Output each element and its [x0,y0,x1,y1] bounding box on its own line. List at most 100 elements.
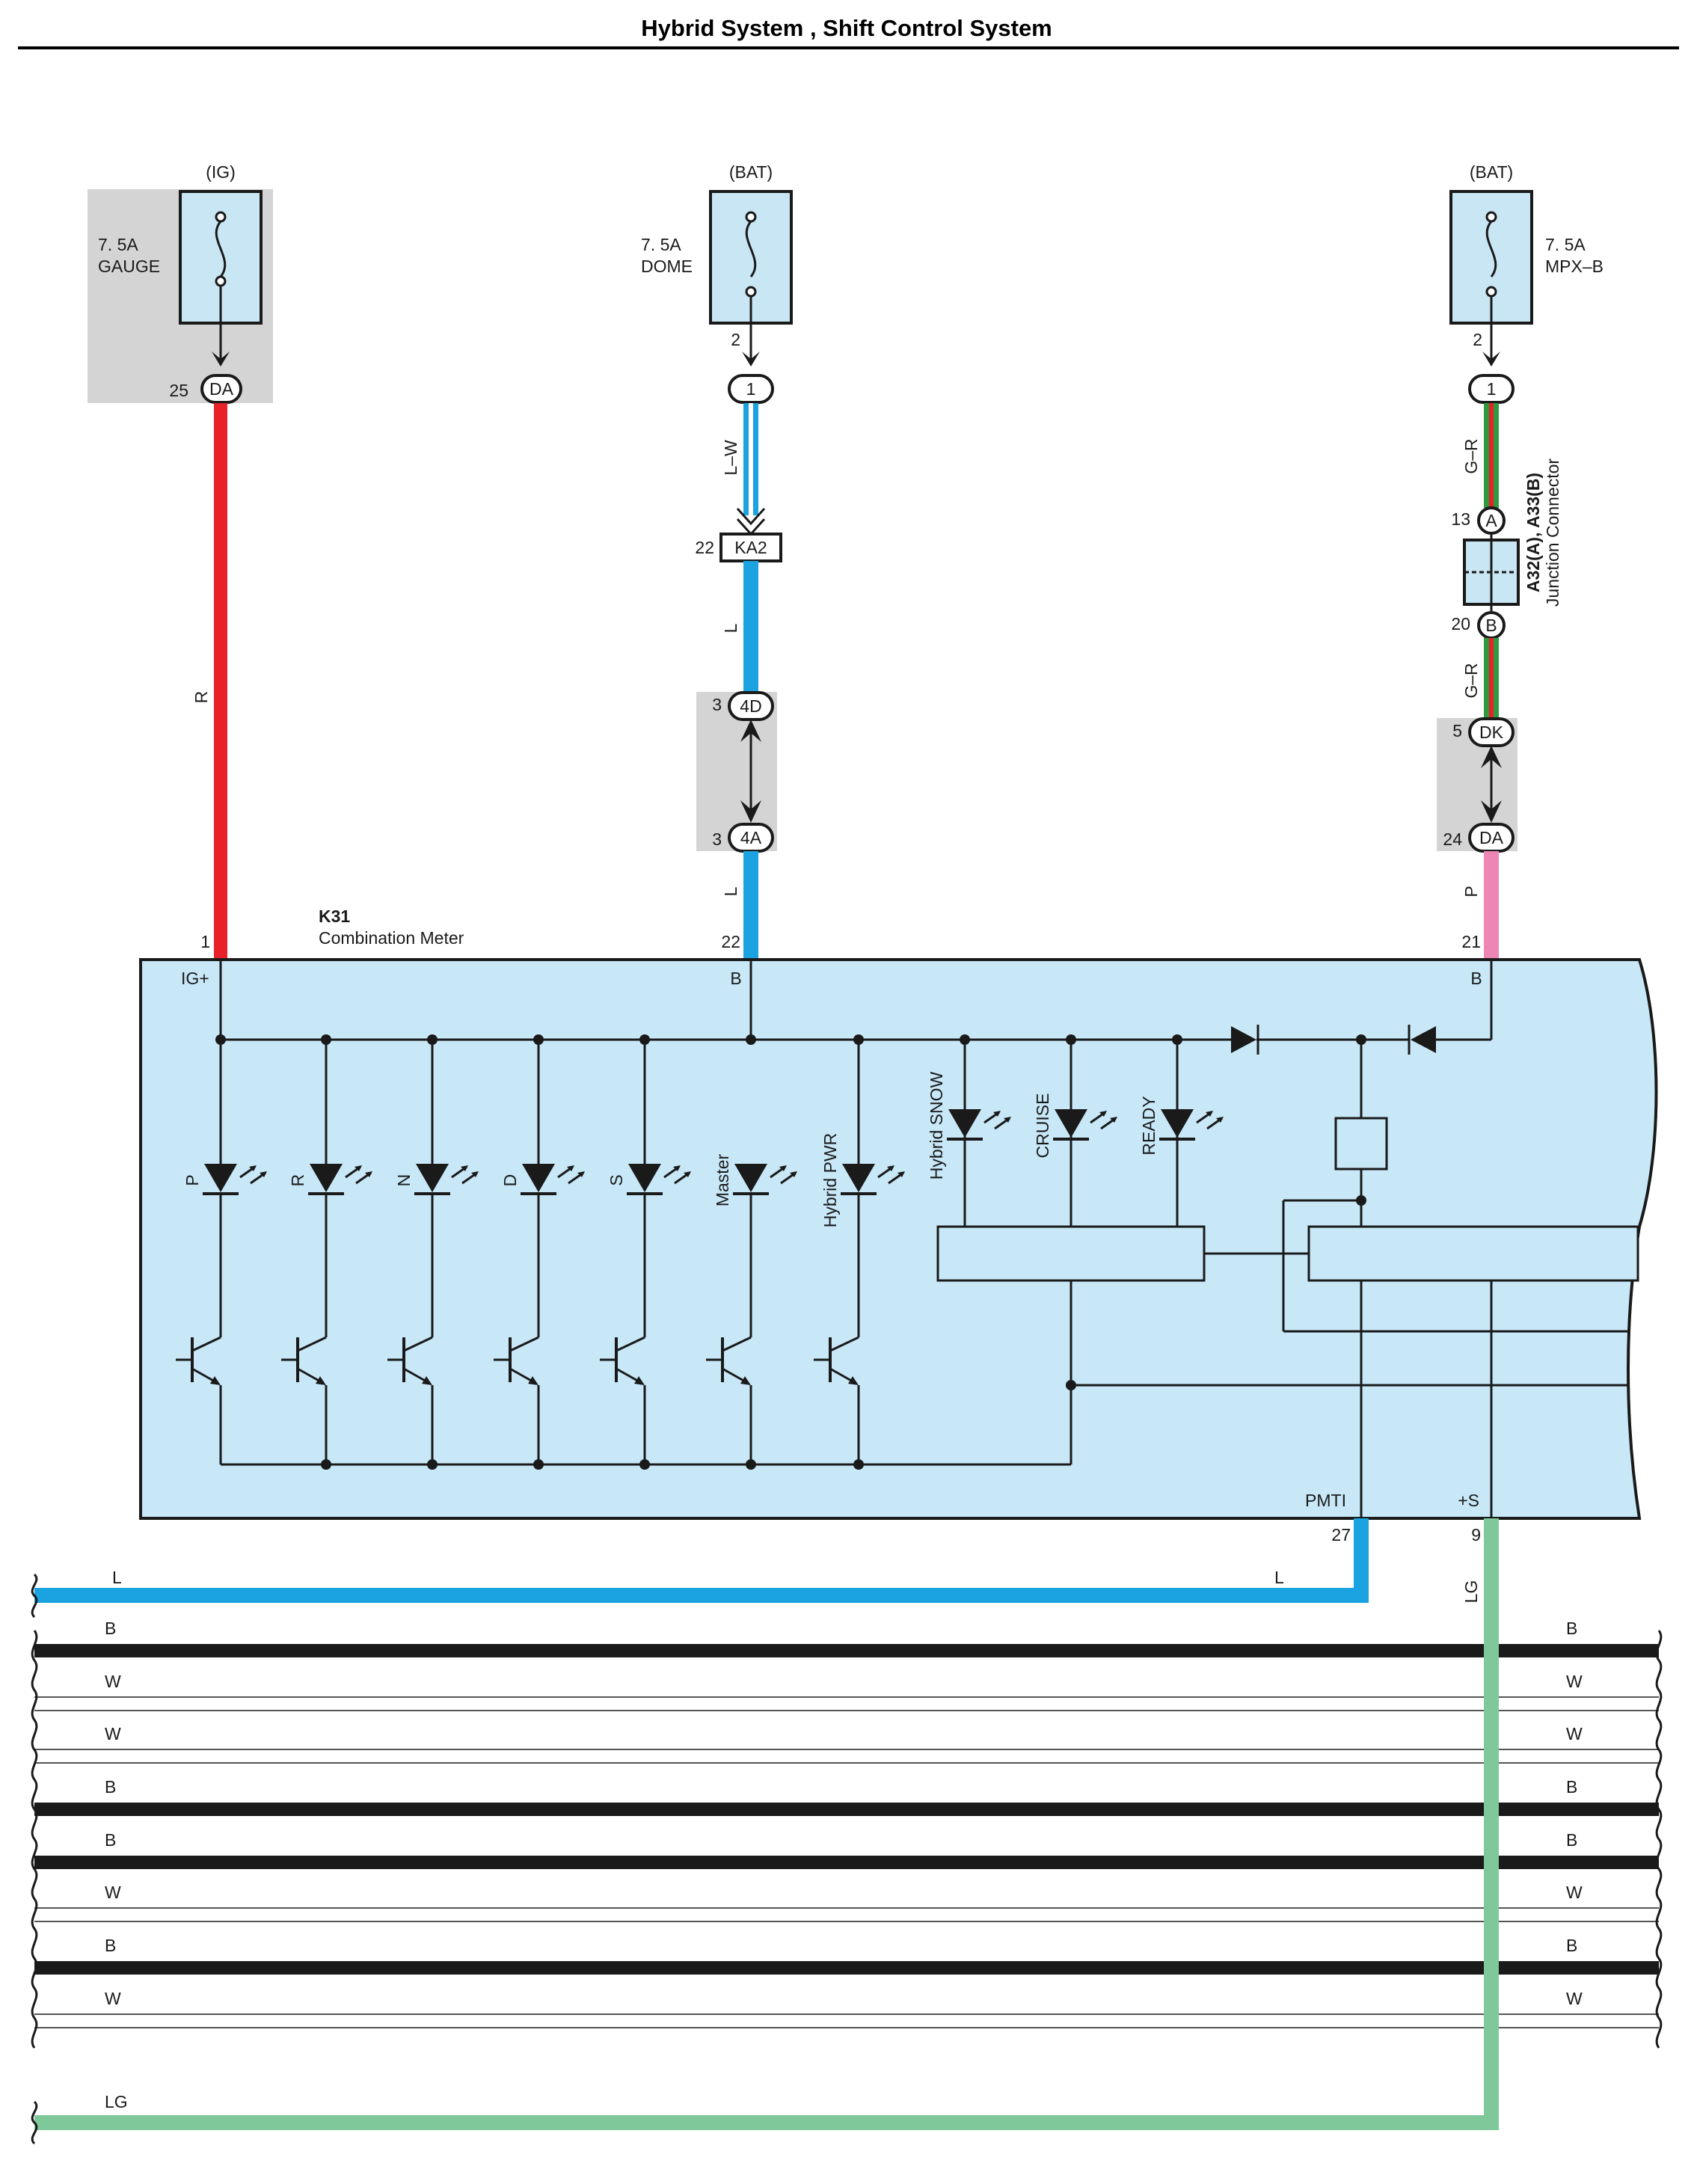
bus-wire-label-right: W [1566,1883,1583,1902]
wire-dome-l2 [743,851,758,960]
break-marks [31,1573,1663,2145]
indicator-label: Hybrid PWR [820,1133,840,1228]
combination-meter: K31 Combination Meter 1 IG+ 22 B 21 B PM… [139,907,1658,1545]
pin-igp-num: 1 [200,932,210,951]
indicator-label: READY [1139,1096,1159,1155]
junction-sublabel: Junction Connector [1543,458,1562,607]
indicator-label: Master [713,1154,732,1207]
bus-wire-label-right: B [1566,1777,1577,1797]
pin-pmti-num: 27 [1331,1525,1351,1545]
up-arrow-icon [1481,746,1502,768]
wire-mpx-p-label: P [1461,886,1481,897]
c4a-name: 4A [740,828,762,847]
pin-igp-name: IG+ [181,969,209,988]
diode-1 [1231,1025,1259,1055]
bus-wire-label-right: W [1566,1724,1583,1743]
bus-wire-label-left: W [105,1883,121,1902]
gauge-out-pin: 25 [169,381,188,400]
pin-pmti-name: PMTI [1305,1491,1346,1510]
chevron-down-icon [736,507,766,526]
led-icon [416,1164,449,1192]
indicator-n: N [387,1040,479,1464]
led-icon [1161,1109,1194,1138]
bus-wire-label-right: B [1566,1936,1577,1955]
mpxb-name: MPX–B [1545,257,1604,276]
c4d-pin: 3 [712,695,722,714]
wire-pmti-label-left: L [112,1568,122,1587]
wire-s-lg-label: LG [1461,1580,1481,1604]
down-arrow-icon [1482,352,1500,366]
junction-label: A32(A), A33(B) [1523,473,1543,592]
down-arrow-icon [742,352,760,366]
fuse-gauge: (IG) 7. 5A GAUGE 25 DA [88,162,273,404]
jb-pin: 20 [1451,614,1470,634]
bus-wire-label-left: B [105,1619,116,1638]
indicator-label: CRUISE [1033,1093,1052,1159]
dome-connector: 1 [746,379,756,399]
dome-out-pin: 2 [731,330,740,349]
ja-pin: 13 [1451,509,1470,529]
mpxb-out-pin: 2 [1473,330,1482,349]
gauge-source: (IG) [206,162,236,182]
led-icon [1055,1109,1087,1138]
indicator-label: P [182,1174,202,1185]
connector-1-mpxb [1468,374,1515,404]
pin-b1-num: 22 [721,932,740,951]
mpxb-rating: 7. 5A [1545,235,1586,254]
indicator-d: D [494,1040,585,1464]
wire-ig-red [214,403,227,960]
meter-internal-circuit [219,960,1639,1518]
led-icon [204,1164,237,1192]
gauge-connector: DA [209,379,234,399]
diode-2 [1408,1025,1436,1055]
fuse-dome: (BAT) 7. 5A DOME 2 1 [641,162,793,404]
bus-wire-label-left: W [105,1989,121,2008]
led-icon [628,1164,661,1192]
wire-dome-l1-label: L [721,623,740,633]
led-icon [310,1164,343,1192]
indicator-hybrid-pwr: Hybrid PWR [814,1040,905,1464]
indicator-ready: READY [1139,1096,1224,1156]
meter-id: K31 [319,907,350,926]
pin-s-name: +S [1458,1491,1479,1510]
da2-name: DA [1479,828,1504,847]
ja-name: A [1485,511,1497,530]
down-arrow-icon [1481,800,1502,823]
indicator-label: S [607,1174,626,1185]
ka2-name: KA2 [734,538,767,557]
jb-name: B [1485,616,1497,635]
pin-b2-name: B [1470,969,1482,988]
led-icon [842,1164,875,1192]
wire-mpx-gr1-label: G–R [1461,438,1481,473]
up-arrow-icon [740,720,761,742]
indicator-label: N [394,1174,414,1187]
pin-s-num: 9 [1471,1525,1481,1545]
bus-wire-label-right: B [1566,1830,1577,1850]
c4d-name: 4D [740,696,761,716]
wire-s-lg-vertical [1484,1518,1499,2130]
dk-pin: 5 [1452,721,1462,740]
led-icon [734,1164,767,1192]
upper-indicators: Hybrid SNOW CRUISE READY [927,1072,1224,1180]
c4a-pin: 3 [712,829,722,849]
bus-wire-label-left: B [105,1777,116,1797]
wire-ig-label: R [191,691,211,704]
dome-source: (BAT) [729,162,773,182]
indicator-label: Hybrid SNOW [927,1072,946,1180]
da2-pin: 24 [1443,829,1462,849]
connector-1-dome [728,374,774,404]
indicator-p: P [176,1040,267,1464]
ka2-pin: 22 [695,538,714,557]
bus-wire-label-left: B [105,1936,116,1955]
pin-b2-num: 21 [1461,932,1481,951]
wire-pmti-vertical [1354,1518,1369,1603]
mpxb-source: (BAT) [1470,162,1513,182]
connector-da [200,374,242,404]
wire-pmti-label-right: L [1274,1568,1284,1587]
